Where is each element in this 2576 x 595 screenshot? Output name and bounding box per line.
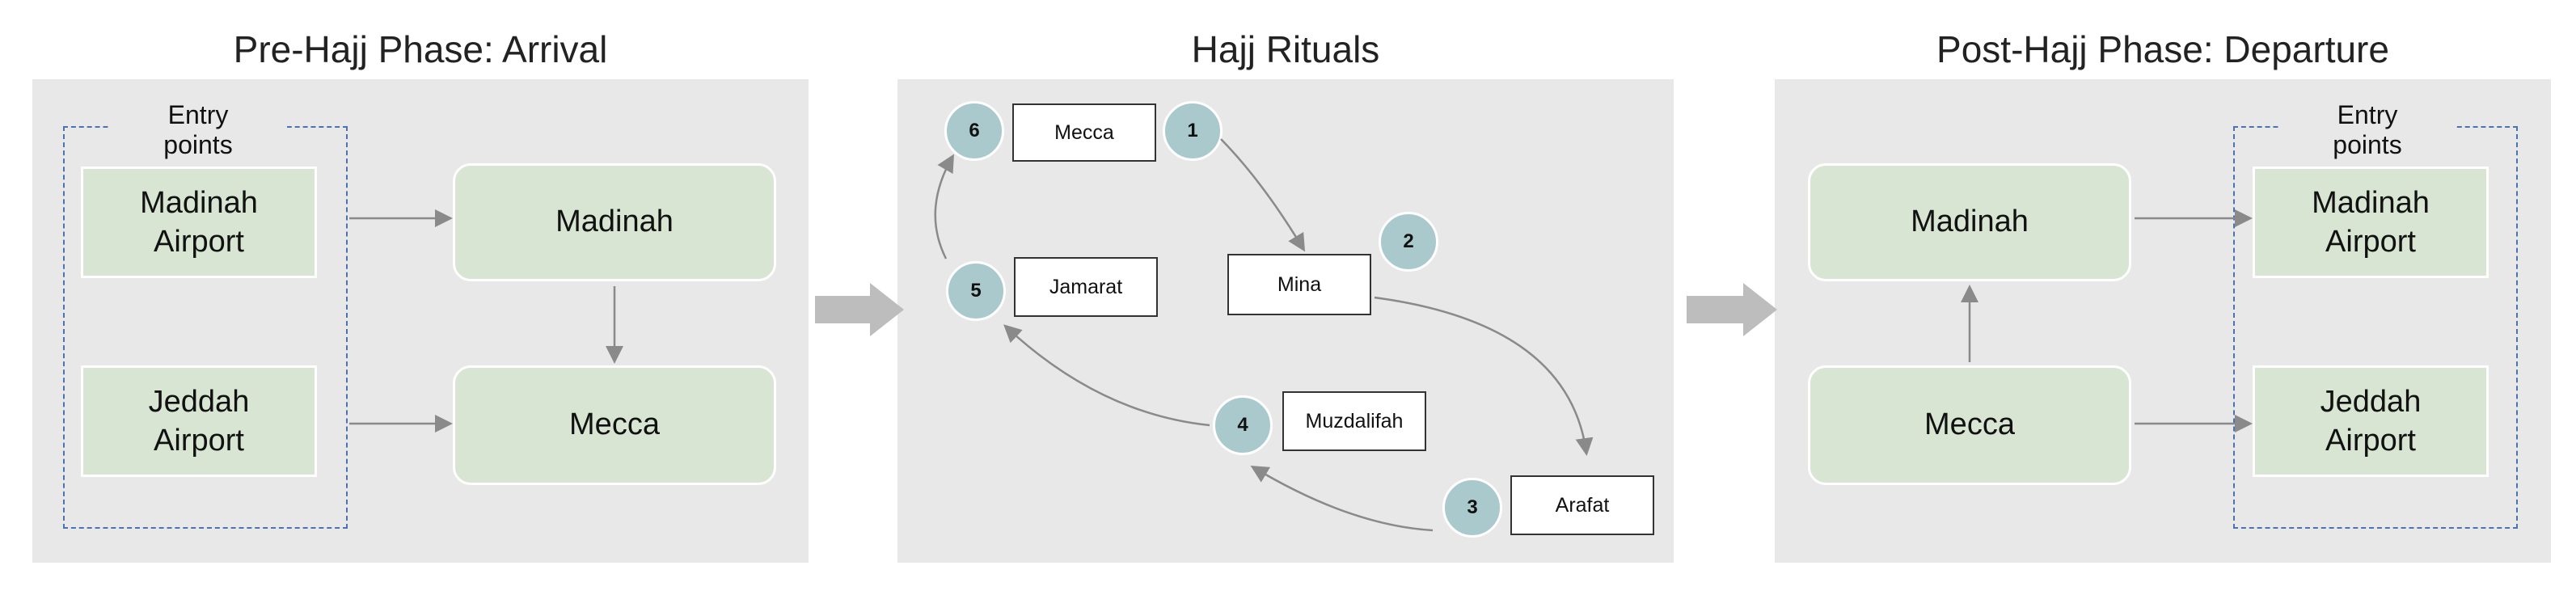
ritual-step-5-circle: 5	[946, 261, 1006, 321]
post-mecca-box: Mecca	[1808, 365, 2131, 485]
pre-hajj-title: Pre-Hajj Phase: Arrival	[233, 28, 608, 70]
transition-arrow-rituals-to-post	[1687, 283, 1777, 336]
post-jeddah-airport-box: Jeddah Airport	[2253, 365, 2489, 477]
post-entry-points-label: Entry points	[2278, 100, 2456, 160]
ritual-box-jamarat: Jamarat	[1014, 257, 1158, 317]
ritual-step-6-circle: 6	[944, 101, 1004, 161]
hajj-rituals-title: Hajj Rituals	[1191, 28, 1380, 70]
ritual-box-muzdalifah: Muzdalifah	[1282, 391, 1426, 451]
ritual-step-4-circle: 4	[1213, 395, 1273, 455]
post-madinah-airport-box: Madinah Airport	[2253, 167, 2489, 278]
pre-mecca-box: Mecca	[453, 365, 776, 485]
ritual-box-mecca-start: Mecca	[1012, 103, 1156, 162]
ritual-step-3-circle: 3	[1442, 478, 1502, 538]
pre-madinah-box: Madinah	[453, 163, 776, 281]
ritual-box-mina: Mina	[1227, 254, 1371, 315]
pre-jeddah-airport-box: Jeddah Airport	[81, 365, 317, 477]
transition-arrow-pre-to-rituals	[815, 283, 904, 336]
ritual-step-2-circle: 2	[1379, 212, 1438, 272]
pre-entry-points-label: Entry points	[109, 100, 287, 160]
post-madinah-box: Madinah	[1808, 163, 2131, 281]
post-hajj-title: Post-Hajj Phase: Departure	[1936, 28, 2389, 70]
ritual-step-1-circle: 1	[1163, 101, 1223, 161]
pre-madinah-airport-box: Madinah Airport	[81, 167, 317, 278]
ritual-box-arafat: Arafat	[1510, 475, 1654, 535]
